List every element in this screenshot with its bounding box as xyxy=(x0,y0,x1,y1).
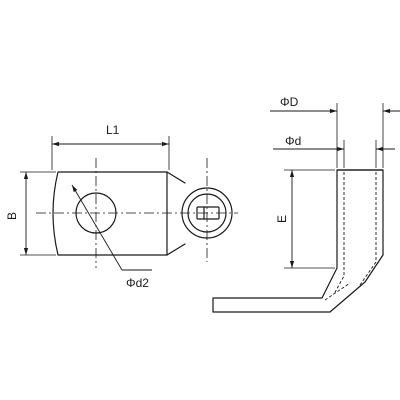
bore-hidden-left xyxy=(333,172,345,295)
barrel-outer-outline xyxy=(212,169,384,313)
label-phi-D: ΦD xyxy=(280,95,299,109)
d2-leader-line xyxy=(71,184,123,271)
label-phi-d2: Φd2 xyxy=(126,276,149,290)
bore-hidden-cross xyxy=(324,282,351,301)
label-e: E xyxy=(275,215,289,223)
bore-hidden-right xyxy=(359,172,377,286)
lug-neck-top xyxy=(166,171,186,184)
lug-palm-outline xyxy=(52,171,168,256)
label-l1: L1 xyxy=(106,123,120,137)
side-view: ΦD Φd E xyxy=(212,95,400,313)
plan-view: L1 B Φd2 xyxy=(5,123,238,290)
label-b: B xyxy=(5,212,19,220)
lug-neck-bottom xyxy=(166,243,186,256)
label-phi-d: Φd xyxy=(285,134,301,148)
